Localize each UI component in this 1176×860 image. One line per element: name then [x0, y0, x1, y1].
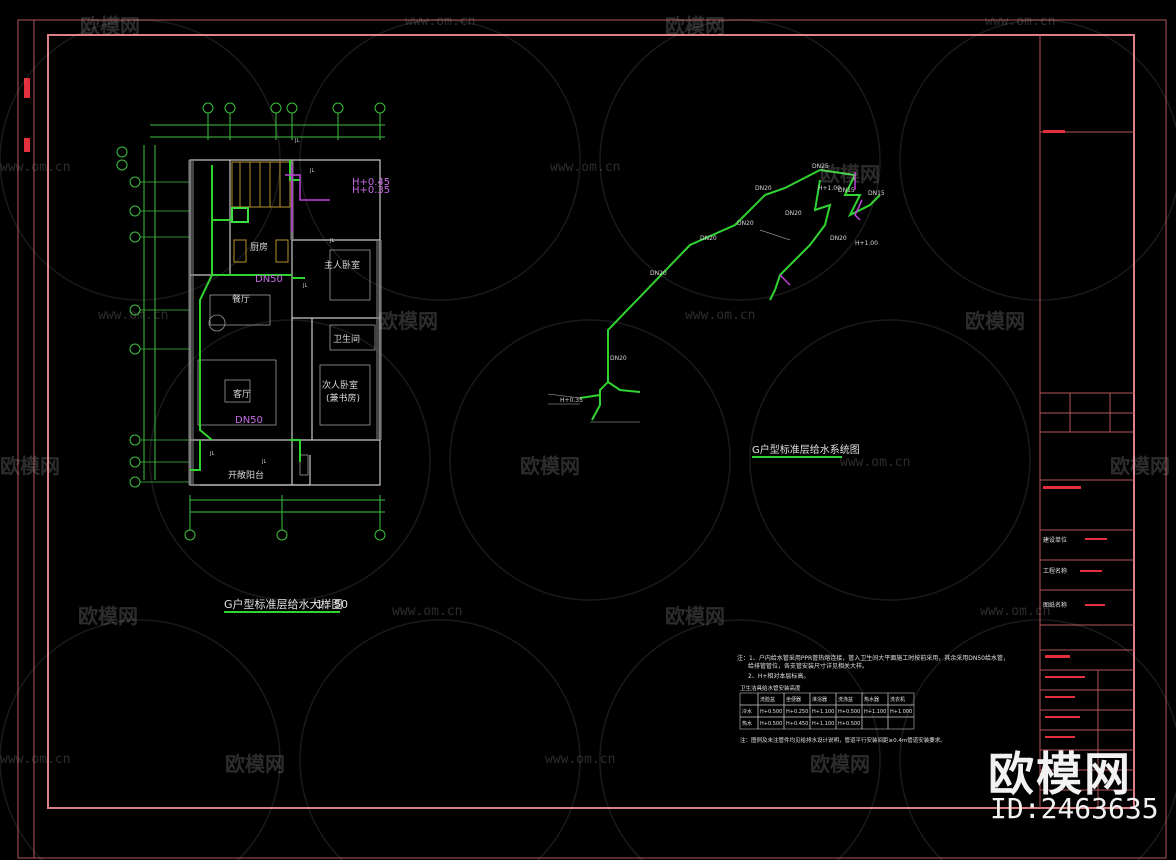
room-label-living: 客厅: [233, 388, 251, 400]
room-label-second: 次人卧室: [322, 379, 358, 391]
table-cell: 洗衣机: [890, 696, 905, 703]
watermark-text: 欧模网: [225, 752, 285, 776]
table-cell-border: [739, 692, 759, 706]
svg-text:JL: JL: [294, 138, 299, 144]
watermark-url: www.om.cn: [980, 604, 1051, 619]
table-cell: 热水器: [864, 696, 879, 703]
watermark-url: www.om.cn: [98, 308, 169, 323]
watermark-text: 欧模网: [1110, 454, 1170, 478]
watermark-text: 欧模网: [78, 604, 138, 628]
iso-label-9: DN20: [830, 235, 847, 242]
iso-label-6: DN20: [785, 210, 802, 217]
watermark-text: 欧模网: [965, 309, 1025, 333]
plan-scale: 1：50: [316, 598, 348, 611]
note-line-2: 给排管管位，各支管安装尺寸详见相关大样。: [748, 662, 868, 670]
iso-label-5: DN20: [610, 355, 627, 362]
table-cell: H+0.450: [786, 721, 808, 727]
tb-client: 建设单位: [1043, 536, 1067, 544]
plan-title: G户型标准层给水大样图: [224, 597, 343, 611]
svg-text:JL: JL: [302, 283, 307, 289]
note-line-1: 注：1、户内给水管采用PPR管热熔连接，管入卫生间大平面施工时按前采用，其余采用…: [737, 654, 1009, 662]
watermark-url: www.om.cn: [985, 14, 1056, 29]
table-cell: H+1.100: [812, 721, 834, 727]
watermark-url: www.om.cn: [550, 160, 621, 175]
watermark-text: 欧模网: [520, 454, 580, 478]
brand-logo-text: 欧模网: [988, 747, 1132, 801]
svg-text:JL: JL: [309, 168, 314, 174]
level-label-1: H+0.45: [352, 177, 390, 188]
sheet-frame: [17, 19, 1167, 859]
note-line-3: 2、H+相对本层标高。: [748, 672, 809, 680]
iso-label-2: DN20: [737, 220, 754, 227]
table-cell-border: [887, 716, 915, 730]
table-cell: H+0.250: [786, 709, 808, 715]
watermark-url: www.om.cn: [0, 160, 71, 175]
room-label-balcony: 开敞阳台: [228, 469, 264, 481]
room-label-master: 主人卧室: [324, 259, 360, 271]
svg-text:JL: JL: [209, 451, 214, 457]
room-label-dining: 餐厅: [232, 293, 250, 305]
tb-project: 工程名称: [1043, 567, 1067, 575]
room-label-bath: 卫生间: [333, 333, 360, 345]
iso-label-10: H+1.00: [818, 185, 841, 192]
watermark-text: 欧模网: [665, 604, 725, 628]
floor-plan: 厨房 餐厅 客厅 卫生间 主人卧室 次人卧室 (兼书房) 开敞阳台 DN50 D…: [116, 102, 390, 613]
room-label-second-sub: (兼书房): [326, 392, 360, 404]
svg-text:JL: JL: [261, 459, 266, 465]
table-cell: 冷水: [742, 708, 752, 715]
table-cell: H+1.100: [812, 709, 834, 715]
iso-title: G户型标准层给水系统图: [752, 443, 860, 456]
watermark-url: www.om.cn: [405, 14, 476, 29]
svg-text:JL: JL: [329, 238, 334, 244]
iso-label-7: DN15: [838, 187, 855, 194]
notes: 注：1、户内给水管采用PPR管热熔连接，管入卫生间大平面施工时按前采用，其余采用…: [737, 654, 1009, 744]
table-cell: 淋浴器: [812, 696, 827, 703]
iso-label-8: DN15: [868, 190, 885, 197]
table-cell: H+0.500: [838, 709, 860, 715]
table-cell: H+1.100: [864, 709, 886, 715]
room-label-kitchen: 厨房: [250, 241, 268, 253]
note-footer: 注：图例及未注管件均见给排水设计说明，管道平行安装间距≥0.4m管道安装要求。: [740, 736, 946, 744]
watermark-text: 欧模网: [810, 752, 870, 776]
watermark-text: 欧模网: [665, 14, 725, 38]
watermark-text: 欧模网: [820, 162, 880, 186]
table-cell: H+0.500: [760, 709, 782, 715]
iso-label-0: DN25: [812, 163, 829, 170]
table-cell: 洗涤盆: [838, 696, 853, 703]
watermark-url: www.om.cn: [685, 308, 756, 323]
iso-label-3: DN20: [700, 235, 717, 242]
watermark-text: 欧模网: [0, 454, 60, 478]
watermark-url: www.om.cn: [840, 455, 911, 470]
watermark-url: www.om.cn: [545, 752, 616, 767]
watermark-text: 欧模网: [80, 14, 140, 38]
table-cell: 洗脸盆: [760, 696, 775, 703]
iso-label-4: DN20: [650, 270, 667, 277]
level-label-2: H+0.35: [352, 185, 390, 196]
table-title: 卫生洁具给水管安装高度: [740, 684, 801, 692]
pipe-label-2: DN50: [235, 415, 263, 426]
watermark-url: www.om.cn: [392, 604, 463, 619]
iso-label-11: H+0.35: [560, 397, 583, 404]
tb-drawing: 图纸名称: [1043, 601, 1067, 609]
table-cell: H+0.500: [760, 721, 782, 727]
iso-label-12: H+1.00: [855, 240, 878, 247]
table-cell: H+1.000: [890, 709, 912, 715]
table-cell: H+0.500: [838, 721, 860, 727]
brand-id: ID:2463635: [990, 792, 1159, 825]
watermark-url: www.om.cn: [0, 752, 71, 767]
table-cell: 坐便器: [786, 696, 801, 703]
table-cell: 热水: [742, 720, 752, 727]
iso-label-1: DN20: [755, 185, 772, 192]
isometric-system: DN25 DN20 DN20 DN20 DN20 DN20 DN20 DN15 …: [547, 163, 885, 458]
watermark-text: 欧模网: [378, 309, 438, 333]
pipe-label-1: DN50: [255, 274, 283, 285]
